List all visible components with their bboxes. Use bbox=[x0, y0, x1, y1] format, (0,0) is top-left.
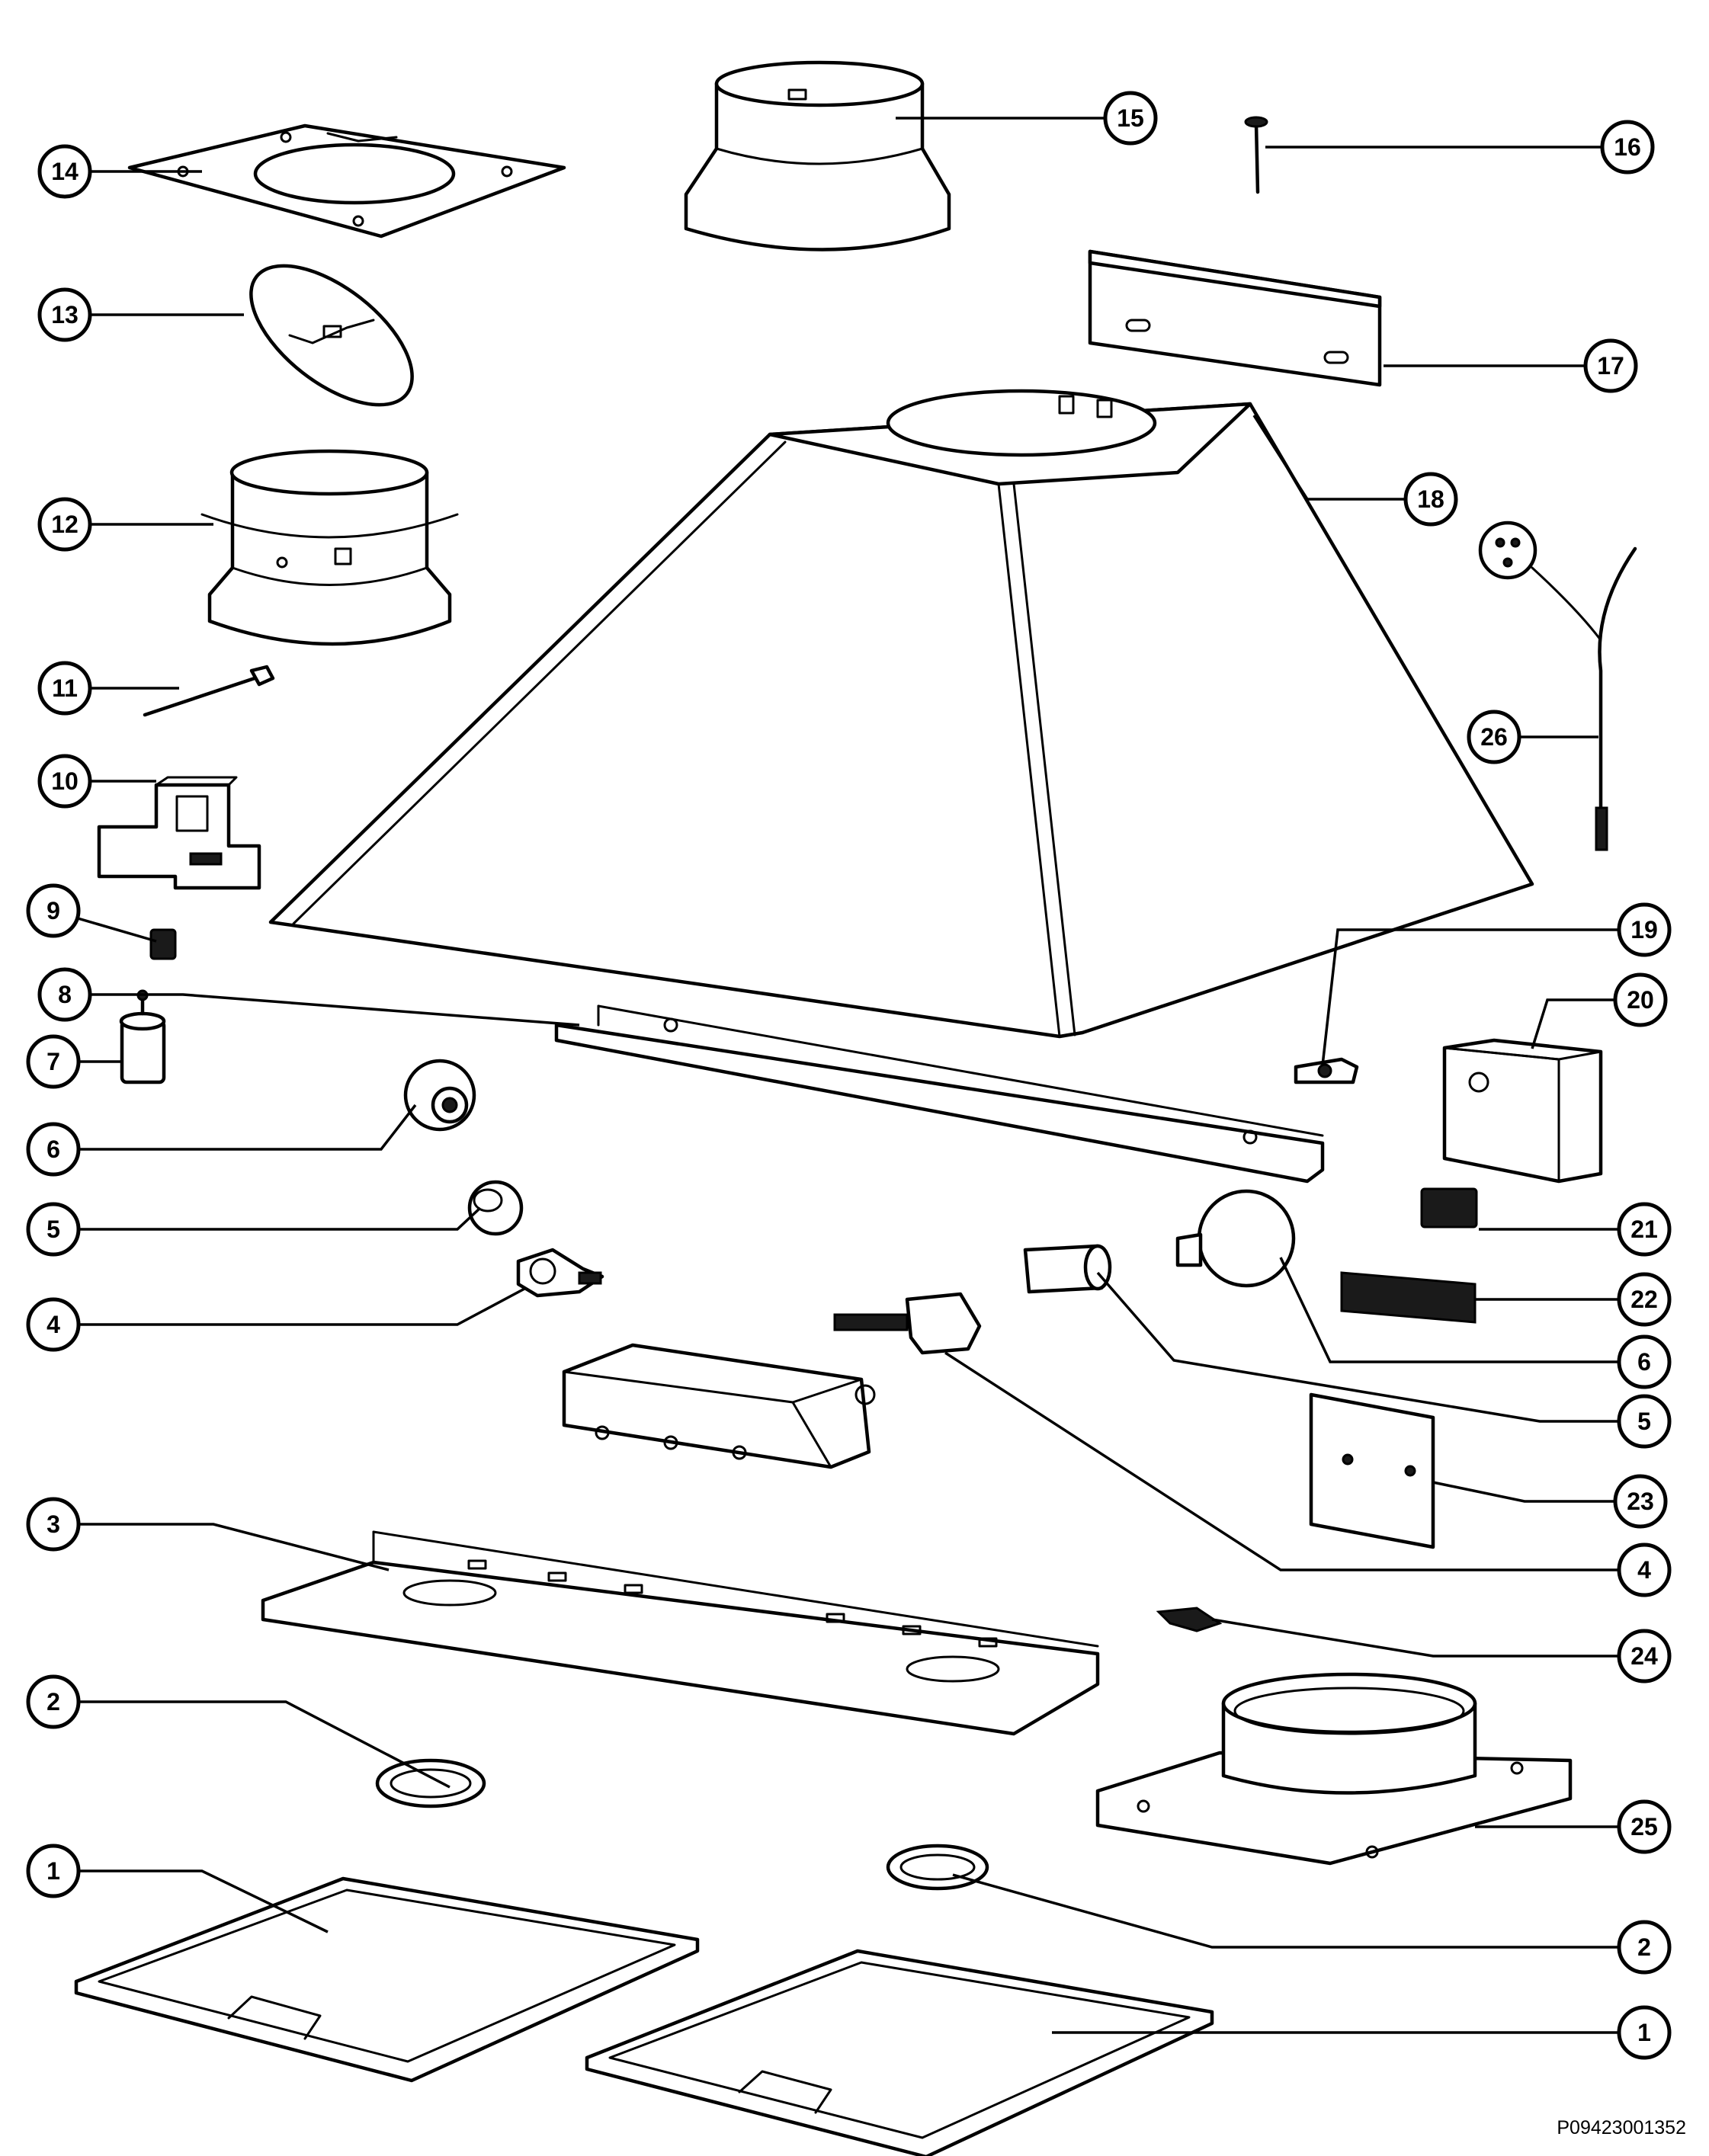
control-module bbox=[562, 1343, 876, 1469]
part-10-switch-bracket bbox=[97, 776, 261, 890]
part-14-mounting-plate bbox=[127, 123, 566, 239]
svg-text:20: 20 bbox=[1627, 986, 1654, 1014]
part-1-grease-filter-right bbox=[585, 1949, 1214, 2156]
part-6-bulb-right bbox=[1175, 1189, 1296, 1288]
svg-text:24: 24 bbox=[1630, 1642, 1658, 1670]
callout-22: 22 bbox=[1617, 1272, 1672, 1327]
svg-text:16: 16 bbox=[1614, 133, 1641, 161]
callout-9: 9 bbox=[26, 883, 81, 938]
part-5-cap-right bbox=[1023, 1244, 1112, 1294]
callout-5-right: 5 bbox=[1617, 1394, 1672, 1449]
svg-text:15: 15 bbox=[1117, 104, 1144, 132]
part-11-rod bbox=[143, 665, 275, 717]
svg-text:2: 2 bbox=[1637, 1933, 1651, 1961]
part-16-pin bbox=[1244, 116, 1268, 194]
callout-16: 16 bbox=[1600, 120, 1655, 175]
callout-15: 15 bbox=[1103, 91, 1158, 146]
svg-text:1: 1 bbox=[46, 1857, 60, 1885]
svg-text:11: 11 bbox=[52, 674, 78, 702]
callout-25: 25 bbox=[1617, 1799, 1672, 1854]
callout-13: 13 bbox=[37, 287, 92, 342]
callout-5-left: 5 bbox=[26, 1202, 81, 1257]
svg-text:5: 5 bbox=[1637, 1408, 1651, 1435]
callout-18: 18 bbox=[1403, 472, 1458, 527]
leader-lines bbox=[64, 117, 1618, 2034]
part-26-power-cable bbox=[1478, 521, 1637, 851]
svg-text:25: 25 bbox=[1630, 1813, 1658, 1840]
part-2-gasket-right bbox=[886, 1844, 989, 1891]
svg-text:3: 3 bbox=[46, 1510, 60, 1538]
part-9-spring bbox=[149, 928, 177, 960]
callout-4-right: 4 bbox=[1617, 1543, 1672, 1597]
part-15-duct-adaptor bbox=[684, 60, 951, 251]
callout-19: 19 bbox=[1617, 902, 1672, 957]
svg-text:1: 1 bbox=[1637, 2019, 1651, 2046]
part-22-terminal-strip bbox=[1340, 1271, 1477, 1324]
part-5-cap-left bbox=[467, 1180, 524, 1236]
part-21-terminal-block bbox=[1420, 1187, 1478, 1229]
svg-text:2: 2 bbox=[46, 1688, 60, 1716]
callout-8: 8 bbox=[37, 967, 92, 1022]
callout-11: 11 bbox=[37, 661, 92, 716]
svg-text:9: 9 bbox=[46, 897, 60, 924]
part-6-lamp-holder-left bbox=[403, 1059, 476, 1132]
part-13-damper-flap bbox=[249, 264, 414, 407]
callout-6-right: 6 bbox=[1617, 1334, 1672, 1389]
svg-text:10: 10 bbox=[51, 767, 79, 795]
callout-10: 10 bbox=[37, 754, 92, 809]
svg-text:6: 6 bbox=[46, 1136, 60, 1163]
part-7-switch bbox=[119, 989, 166, 1084]
part-8-angle-rail bbox=[554, 1004, 1325, 1184]
part-4-socket-left bbox=[516, 1248, 604, 1298]
callout-26: 26 bbox=[1467, 710, 1521, 764]
svg-text:21: 21 bbox=[1630, 1216, 1658, 1243]
callout-6-left: 6 bbox=[26, 1122, 81, 1177]
part-23-cover-plate bbox=[1309, 1392, 1435, 1549]
svg-text:26: 26 bbox=[1480, 723, 1508, 751]
svg-text:23: 23 bbox=[1627, 1488, 1654, 1515]
part-17-wall-bracket bbox=[1088, 249, 1382, 387]
part-3-channel bbox=[261, 1530, 1100, 1736]
part-1-grease-filter-left bbox=[74, 1876, 700, 2083]
callout-4-left: 4 bbox=[26, 1297, 81, 1352]
svg-text:7: 7 bbox=[46, 1048, 60, 1075]
svg-text:8: 8 bbox=[58, 981, 72, 1008]
callout-2-right: 2 bbox=[1617, 1920, 1672, 1975]
part-2-gasket-left bbox=[375, 1758, 486, 1808]
svg-text:13: 13 bbox=[51, 301, 79, 328]
callout-7: 7 bbox=[26, 1034, 81, 1089]
svg-text:4: 4 bbox=[46, 1311, 60, 1338]
callout-14: 14 bbox=[37, 144, 92, 199]
document-code: P09423001352 bbox=[1557, 2117, 1686, 2138]
part-12-motor-housing bbox=[200, 449, 459, 646]
svg-text:14: 14 bbox=[51, 158, 79, 185]
svg-text:17: 17 bbox=[1597, 352, 1624, 380]
part-18-hood-body bbox=[268, 389, 1534, 1039]
part-19-clip bbox=[1294, 1057, 1359, 1084]
svg-text:12: 12 bbox=[51, 511, 79, 538]
svg-text:4: 4 bbox=[1637, 1556, 1651, 1584]
svg-text:18: 18 bbox=[1417, 485, 1444, 513]
callout-20: 20 bbox=[1613, 972, 1668, 1027]
part-24-small-clip bbox=[1156, 1607, 1223, 1632]
callout-23: 23 bbox=[1613, 1474, 1668, 1529]
callout-21: 21 bbox=[1617, 1202, 1672, 1257]
callout-1-right: 1 bbox=[1617, 2005, 1672, 2060]
callout-1-left: 1 bbox=[26, 1844, 81, 1898]
callout-2-left: 2 bbox=[26, 1674, 81, 1729]
svg-text:5: 5 bbox=[46, 1216, 60, 1243]
part-25-duct-outlet-base bbox=[1095, 1672, 1573, 1866]
callout-17: 17 bbox=[1583, 338, 1638, 393]
callout-12: 12 bbox=[37, 497, 92, 552]
svg-text:19: 19 bbox=[1630, 916, 1658, 943]
part-20-junction-box bbox=[1442, 1038, 1603, 1184]
svg-text:6: 6 bbox=[1637, 1348, 1651, 1376]
part-4-socket-right bbox=[833, 1292, 982, 1355]
callout-24: 24 bbox=[1617, 1629, 1672, 1683]
callout-3: 3 bbox=[26, 1497, 81, 1552]
svg-text:22: 22 bbox=[1630, 1286, 1658, 1313]
